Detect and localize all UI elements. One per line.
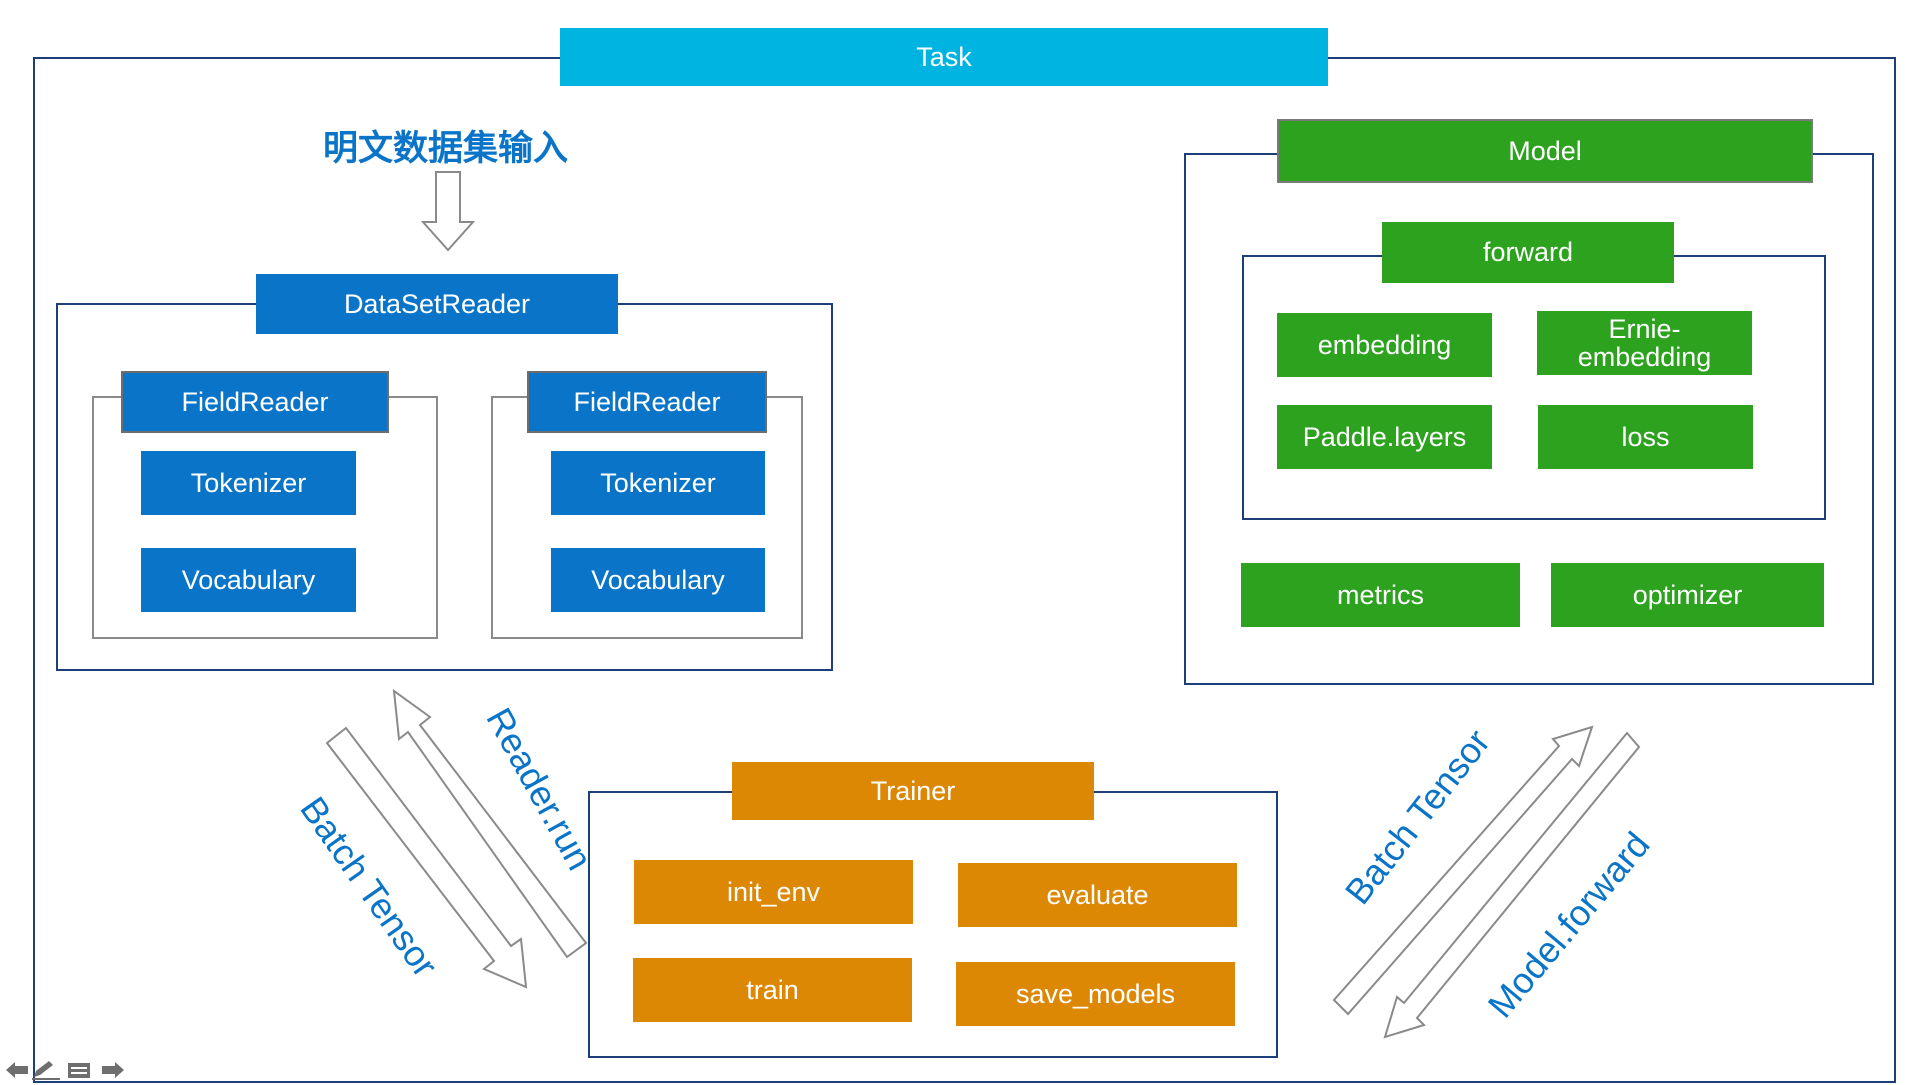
field-reader-header-2: FieldReader [527, 371, 767, 433]
tokenizer-1: Tokenizer [141, 451, 356, 515]
evaluate-block: evaluate [958, 863, 1237, 927]
vocabulary-1: Vocabulary [141, 548, 356, 612]
arrow-left-icon[interactable] [6, 1062, 28, 1078]
task-header: Task [560, 28, 1328, 86]
vocabulary-2: Vocabulary [551, 548, 765, 612]
pencil-icon[interactable] [32, 1061, 60, 1080]
save-models-block: save_models [956, 962, 1235, 1026]
paddle-layers-block: Paddle.layers [1277, 405, 1492, 469]
arrow-right-icon[interactable] [102, 1062, 124, 1078]
ernie-embedding-block: Ernie- embedding [1537, 311, 1752, 375]
tokenizer-2: Tokenizer [551, 451, 765, 515]
input-down-arrow [420, 171, 476, 252]
menu-icon[interactable] [68, 1063, 90, 1078]
optimizer-block: optimizer [1551, 563, 1824, 627]
right-up-arrow [1332, 725, 1594, 1016]
left-up-arrow [392, 688, 588, 959]
nav-controls [4, 1060, 126, 1080]
init-env-block: init_env [634, 860, 913, 924]
train-block: train [633, 958, 912, 1022]
field-reader-header-1: FieldReader [121, 371, 389, 433]
right-down-arrow [1383, 731, 1641, 1039]
model-header: Model [1277, 119, 1813, 183]
trainer-header: Trainer [732, 762, 1094, 820]
input-caption: 明文数据集输入 [323, 129, 569, 168]
metrics-block: metrics [1241, 563, 1520, 627]
loss-block: loss [1538, 405, 1753, 469]
forward-header: forward [1382, 222, 1674, 283]
dataset-reader-header: DataSetReader [256, 274, 618, 334]
left-down-arrow [325, 726, 528, 989]
embedding-block: embedding [1277, 313, 1492, 377]
